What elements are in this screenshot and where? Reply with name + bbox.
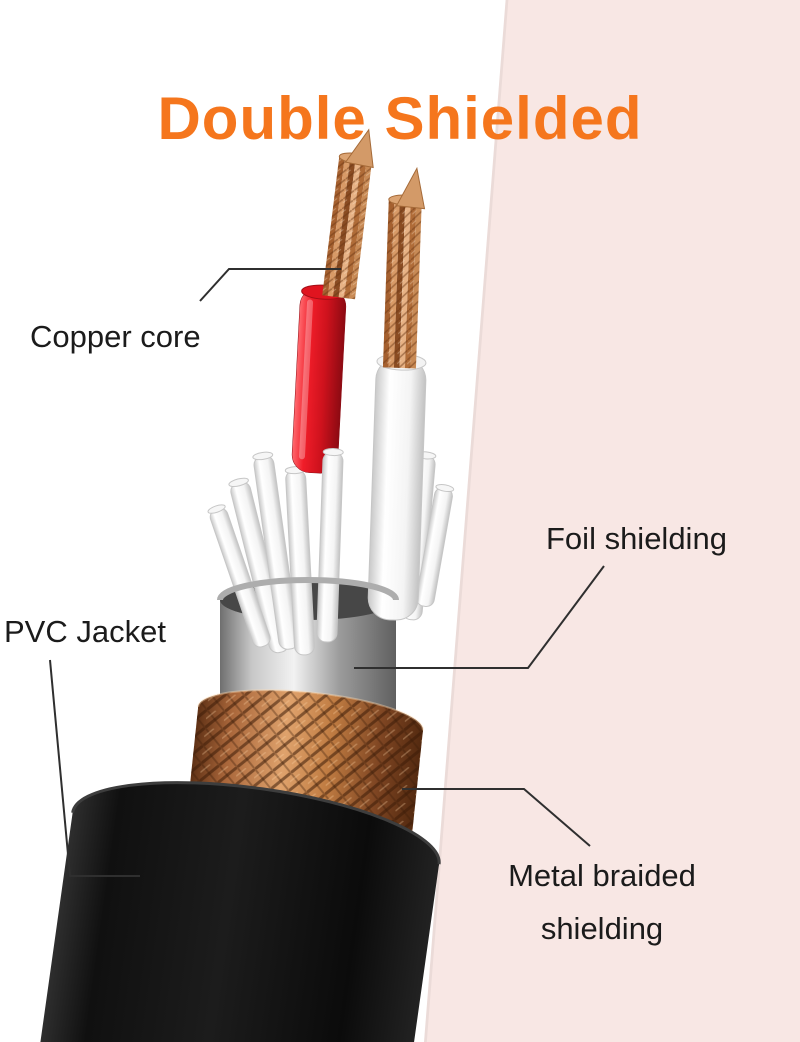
copper-strands-left xyxy=(322,128,374,300)
label-copper-core: Copper core xyxy=(30,319,201,354)
label-metal-braided-shielding: Metal braided shielding xyxy=(492,849,712,955)
white-wire-thin xyxy=(316,448,344,643)
pvc-jacket-part xyxy=(29,781,441,1042)
white-wire-thin xyxy=(252,451,300,650)
label-metal-braided-line1: Metal braided xyxy=(508,858,696,893)
page-title: Double Shielded xyxy=(157,85,643,153)
red-wire xyxy=(291,284,347,474)
copper-core-leader-line xyxy=(199,268,341,302)
white-wire-thin xyxy=(284,466,315,656)
metal-braid-leader-line xyxy=(402,788,591,847)
label-foil-shielding: Foil shielding xyxy=(546,521,727,556)
pvc-jacket-leader-line xyxy=(49,659,140,877)
label-pvc-jacket: PVC Jacket xyxy=(4,614,166,649)
white-wire-thin xyxy=(207,504,271,648)
foil-shielding-leader-line xyxy=(354,565,605,669)
white-wire-thin xyxy=(415,484,455,608)
inner-wires-group xyxy=(207,451,455,656)
label-metal-braided-line2: shielding xyxy=(540,911,664,946)
foil-front-lip xyxy=(217,577,399,601)
copper-strands-right xyxy=(382,166,426,369)
